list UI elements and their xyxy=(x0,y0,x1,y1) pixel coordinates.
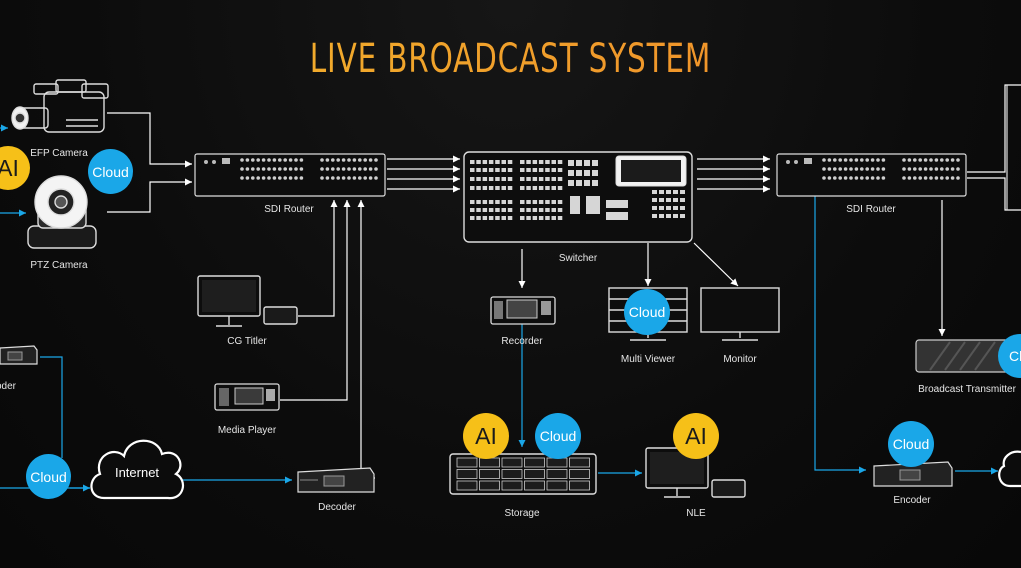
cloud-badge: Cloud xyxy=(624,289,670,335)
encoder-left-label: oder xyxy=(0,381,17,392)
media-player-icon xyxy=(214,383,280,411)
ai-badge: AI xyxy=(463,413,509,459)
router-input-lines xyxy=(280,200,375,479)
encoder-right-label: Encoder xyxy=(893,495,931,506)
media-player-label: Media Player xyxy=(217,425,277,436)
monitor-label: Monitor xyxy=(723,354,757,365)
sdi-router-left-icon xyxy=(194,153,386,197)
switcher-output-lines xyxy=(518,242,739,288)
decoder-label: Decoder xyxy=(318,502,356,513)
sdi-router-left-label: SDI Router xyxy=(264,204,314,215)
camera-to-router-lines xyxy=(107,112,192,213)
cloud-badge: Cloud xyxy=(888,421,934,467)
efp-camera-label: EFP Camera xyxy=(30,148,88,159)
storage-icon xyxy=(449,453,597,495)
cg-titler-icon xyxy=(197,275,298,327)
internet-cloud-shape xyxy=(90,439,185,500)
partial-cloud-shape xyxy=(998,450,1021,488)
ptz-camera-icon xyxy=(27,175,97,249)
nle-icon xyxy=(645,447,746,498)
ai-badge: AI xyxy=(673,413,719,459)
cg-titler-label: CG Titler xyxy=(227,336,267,347)
sdi-router-right-icon xyxy=(776,153,967,197)
cloud-badge: Cloud xyxy=(88,149,133,194)
switcher-to-router-lines xyxy=(697,155,770,193)
recorder-icon xyxy=(490,296,556,325)
cloud-badge: Cloud xyxy=(26,454,71,499)
cloud-badge: Cloud xyxy=(535,413,581,459)
router-out-lines xyxy=(967,84,1021,211)
decoder-icon xyxy=(297,467,375,493)
encoder-left-icon xyxy=(0,345,38,365)
broadcast-transmitter-icon xyxy=(915,339,1021,373)
encoder-right-icon xyxy=(873,461,953,487)
storage-label: Storage xyxy=(504,508,540,519)
recorder-label: Recorder xyxy=(501,336,543,347)
switcher-label: Switcher xyxy=(558,253,598,264)
right-edge-device xyxy=(1006,84,1021,211)
multi-viewer-label: Multi Viewer xyxy=(620,354,676,365)
switcher-icon xyxy=(463,151,693,243)
router-to-switcher-lines xyxy=(387,155,460,193)
efp-camera-icon xyxy=(11,79,109,133)
monitor-icon xyxy=(700,287,780,341)
page-title: LIVE BROADCAST SYSTEM xyxy=(92,36,929,82)
cloud-badge-partial: Clo xyxy=(998,334,1021,378)
internet-label: Internet xyxy=(114,465,160,480)
sdi-router-right-label: SDI Router xyxy=(846,204,896,215)
broadcast-transmitter-label: Broadcast Transmitter xyxy=(918,384,1016,395)
ptz-camera-label: PTZ Camera xyxy=(30,260,88,271)
nle-label: NLE xyxy=(686,508,706,519)
blue-connection-lines xyxy=(0,124,998,492)
